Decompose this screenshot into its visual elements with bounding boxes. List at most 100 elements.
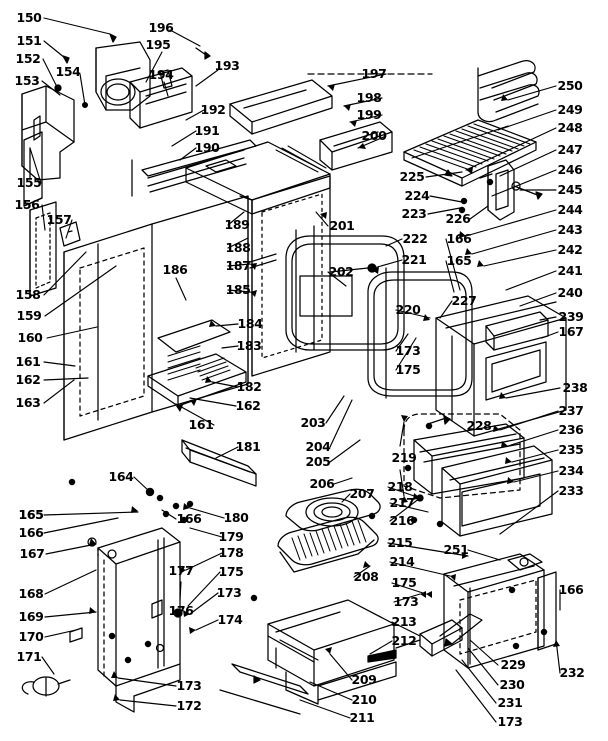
callout-number: 195 <box>145 36 171 52</box>
part-group-drawer-rails <box>219 663 309 715</box>
callout-number: 234 <box>558 462 584 478</box>
callout-number: 161 <box>15 353 41 369</box>
callout-number: 219 <box>391 449 417 465</box>
leader-lines-center <box>299 211 469 719</box>
part-group-backguard <box>129 47 211 129</box>
callout-number: 201 <box>329 217 355 233</box>
callout-number: 217 <box>389 494 415 510</box>
callout-number: 167 <box>558 323 584 339</box>
callout-number: 173 <box>176 677 202 693</box>
callout-number: 239 <box>558 308 584 324</box>
callout-number: 212 <box>391 632 417 648</box>
callout-number: 248 <box>557 119 583 135</box>
part-pin-228 <box>425 415 451 430</box>
callout-number: 243 <box>557 221 583 237</box>
part-group-door-panel-lower <box>441 445 553 537</box>
callout-number: 242 <box>557 241 583 257</box>
callout-number: 251 <box>443 541 469 557</box>
callout-number: 199 <box>356 106 382 122</box>
callout-number: 235 <box>558 441 584 457</box>
callout-number: 162 <box>15 371 41 387</box>
callout-number: 165 <box>446 252 472 268</box>
callout-number: 152 <box>15 50 41 66</box>
callout-number: 250 <box>557 77 583 93</box>
callout-number: 244 <box>557 201 583 217</box>
callout-number: 186 <box>162 261 188 277</box>
callout-number: 165 <box>18 506 44 522</box>
callout-number: 202 <box>328 263 354 279</box>
callout-number: 222 <box>402 230 428 246</box>
callout-number: 166 <box>176 510 202 526</box>
callout-number: 175 <box>218 563 244 579</box>
callout-number: 158 <box>15 286 41 302</box>
part-group-storage-drawer <box>267 599 397 705</box>
callout-number: 173 <box>393 593 419 609</box>
callout-number: 190 <box>194 139 220 155</box>
part-group-top-left-hinge <box>54 33 151 111</box>
part-knob-171 <box>21 676 71 697</box>
callout-number: 204 <box>305 438 331 454</box>
callout-number: 184 <box>237 315 263 331</box>
callout-number: 200 <box>361 127 387 143</box>
callout-number: 183 <box>236 337 262 353</box>
callout-number: 205 <box>305 453 331 469</box>
callout-number: 192 <box>200 101 226 117</box>
leader-arrowheads <box>89 84 560 701</box>
callout-number: 181 <box>235 438 261 454</box>
callout-number: 247 <box>557 141 583 157</box>
part-group-door-gasket-upper <box>285 225 405 353</box>
part-group-trim-rails <box>131 139 257 197</box>
callout-number: 151 <box>16 32 42 48</box>
callout-number: 177 <box>168 562 194 578</box>
callout-number: 249 <box>557 101 583 117</box>
callout-number: 224 <box>404 187 430 203</box>
callout-number: 238 <box>562 379 588 395</box>
callout-number: 163 <box>15 394 41 410</box>
part-group-broiler-pan <box>277 516 379 573</box>
callout-number: 189 <box>224 216 250 232</box>
callout-number: 182 <box>236 378 262 394</box>
callout-number: 215 <box>387 534 413 550</box>
callout-number: 198 <box>356 89 382 105</box>
callout-number: 194 <box>148 66 174 82</box>
callout-number: 174 <box>217 611 243 627</box>
callout-number: 226 <box>445 210 471 226</box>
callout-number: 159 <box>16 307 42 323</box>
leader-lines-latch <box>425 169 489 220</box>
callout-number: 156 <box>14 196 40 212</box>
callout-number: 213 <box>391 613 417 629</box>
callout-number: 191 <box>194 122 220 138</box>
callout-number: 197 <box>361 65 387 81</box>
callout-number: 187 <box>225 257 251 273</box>
callout-number: 166 <box>446 230 472 246</box>
callout-number: 203 <box>300 414 326 430</box>
callout-number: 179 <box>218 528 244 544</box>
callout-number: 216 <box>389 512 415 528</box>
callout-number: 162 <box>235 397 261 413</box>
callout-number: 169 <box>18 608 44 624</box>
callout-number: 164 <box>108 468 134 484</box>
part-group-bottom-shelf <box>147 353 247 407</box>
part-clip-157 <box>59 221 81 247</box>
callout-number: 173 <box>497 713 523 729</box>
part-group-kick-panel <box>443 553 557 669</box>
callout-number: 188 <box>225 239 251 255</box>
callout-number: 220 <box>395 301 421 317</box>
callout-number: 225 <box>399 168 425 184</box>
callout-number: 154 <box>55 63 81 79</box>
callout-number: 150 <box>16 9 42 25</box>
part-group-oven-liner <box>239 175 331 377</box>
callout-number: 160 <box>17 329 43 345</box>
callout-number: 172 <box>176 697 202 713</box>
callout-number: 241 <box>557 262 583 278</box>
callout-number: 237 <box>558 402 584 418</box>
callout-number: 231 <box>497 694 523 710</box>
part-handle-181 <box>181 439 257 487</box>
callout-number: 173 <box>395 342 421 358</box>
part-group-door-latch <box>458 159 543 221</box>
part-group-hinge-arm <box>367 613 483 663</box>
leader-lines-left <box>29 17 117 404</box>
callout-number: 209 <box>351 671 377 687</box>
